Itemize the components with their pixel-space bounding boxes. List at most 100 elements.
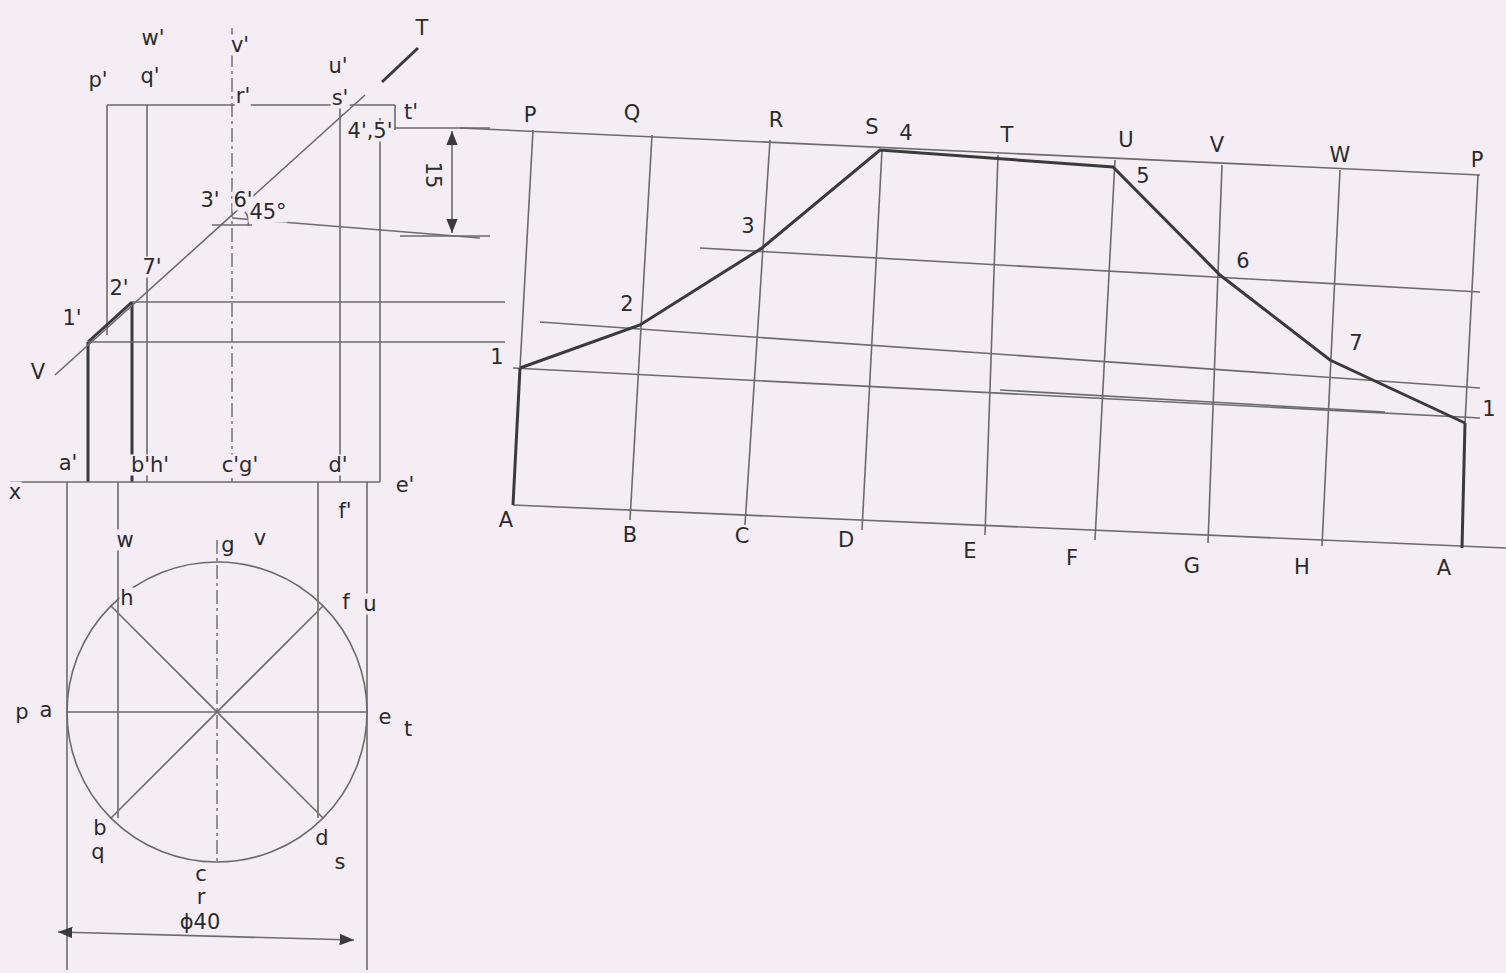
point-label: 5 <box>1135 166 1150 187</box>
pencil-line <box>212 224 252 226</box>
pencil-line <box>317 482 319 818</box>
point-label: F <box>1065 548 1079 569</box>
point-label: 3' <box>199 190 220 211</box>
front-view <box>10 28 505 482</box>
point-label: 2 <box>619 294 634 315</box>
point-label: P <box>523 105 538 126</box>
point-label: 3 <box>740 216 755 237</box>
point-label: q' <box>139 66 160 87</box>
pencil-line <box>1000 390 1385 412</box>
point-label: 1 <box>489 347 504 368</box>
point-label: P <box>1470 150 1485 171</box>
point-label: v' <box>230 35 250 56</box>
point-label: p' <box>87 70 108 91</box>
pencil-line <box>379 118 381 482</box>
pencil-line <box>520 130 533 368</box>
point-label: T <box>415 18 430 39</box>
point-label: D <box>837 530 855 551</box>
point-label: b'h' <box>130 455 170 476</box>
point-label: 45° <box>248 202 287 223</box>
point-label: d <box>314 828 329 849</box>
point-label: r' <box>235 86 251 107</box>
point-label: R <box>768 110 785 131</box>
point-label: V <box>1209 135 1225 156</box>
point-label: v <box>253 528 267 549</box>
pencil-line <box>382 48 418 82</box>
pencil-line <box>1322 170 1340 546</box>
point-label: 1 <box>1481 399 1496 420</box>
pencil-line <box>862 150 882 530</box>
pencil-line <box>106 105 108 335</box>
point-label: 7' <box>141 257 162 278</box>
point-label: t <box>403 719 413 740</box>
pencil-line <box>339 105 341 482</box>
point-label: s' <box>331 88 350 109</box>
point-label: b <box>92 818 107 839</box>
point-label: w <box>115 530 134 551</box>
point-label: c <box>194 864 208 885</box>
point-label: 6 <box>1235 251 1250 272</box>
point-label: W <box>1329 145 1352 166</box>
point-label: p <box>14 702 29 723</box>
pencil-line <box>745 140 770 525</box>
pencil-line <box>88 341 505 343</box>
pencil-line <box>10 481 380 483</box>
point-label: T <box>1000 125 1015 146</box>
pencil-line <box>1462 423 1465 548</box>
point-label: d' <box>327 455 348 476</box>
point-label: g <box>220 535 235 556</box>
point-label: f <box>341 592 350 613</box>
point-label: V <box>30 362 46 383</box>
pencil-line <box>146 105 148 482</box>
point-label: ϕ40 <box>179 912 222 933</box>
point-label: C <box>734 526 751 547</box>
point-label: 4',5' <box>347 121 394 142</box>
pencil-line <box>111 606 323 818</box>
point-label: e <box>378 707 393 728</box>
point-label: S <box>864 117 879 138</box>
point-label: U <box>1117 130 1134 151</box>
pencil-line <box>1465 175 1478 423</box>
pencil-line <box>55 95 365 375</box>
pencil-line <box>513 368 1480 418</box>
pencil-line <box>1208 165 1222 543</box>
pencil-line <box>1095 160 1115 540</box>
point-label: f' <box>337 501 352 522</box>
point-label: 1' <box>61 308 82 329</box>
pencil-line <box>231 28 232 482</box>
point-label: r <box>196 887 207 908</box>
point-label: e' <box>395 475 416 496</box>
pencil-line <box>700 248 1480 292</box>
point-label: G <box>1183 556 1201 577</box>
pencil-line <box>216 540 217 862</box>
point-label: A <box>498 510 514 531</box>
point-label: A <box>1436 558 1452 579</box>
pencil-line <box>132 301 505 303</box>
pencil-line <box>540 322 1480 388</box>
pencil-line <box>87 342 90 482</box>
point-label: q <box>90 842 105 863</box>
point-label: E <box>962 541 977 562</box>
point-label: c'g' <box>221 455 259 476</box>
pencil-line <box>366 482 368 970</box>
point-label: 15 <box>422 161 443 190</box>
pencil-line <box>513 368 520 505</box>
point-label: a <box>39 700 54 721</box>
pencil-line <box>111 606 323 818</box>
point-label: s <box>334 852 347 873</box>
point-label: B <box>622 525 638 546</box>
point-label: 2' <box>108 278 129 299</box>
pencil-line <box>88 302 132 342</box>
pencil-line <box>460 128 1480 175</box>
point-label: 4 <box>898 123 913 144</box>
pencil-line <box>394 105 396 130</box>
point-label: u <box>362 594 377 615</box>
point-label: 7 <box>1348 333 1363 354</box>
pencil-line <box>400 235 490 237</box>
point-label: x <box>8 482 22 503</box>
point-label: u' <box>327 56 348 77</box>
pencil-line <box>58 932 354 940</box>
point-label: h <box>119 588 134 609</box>
